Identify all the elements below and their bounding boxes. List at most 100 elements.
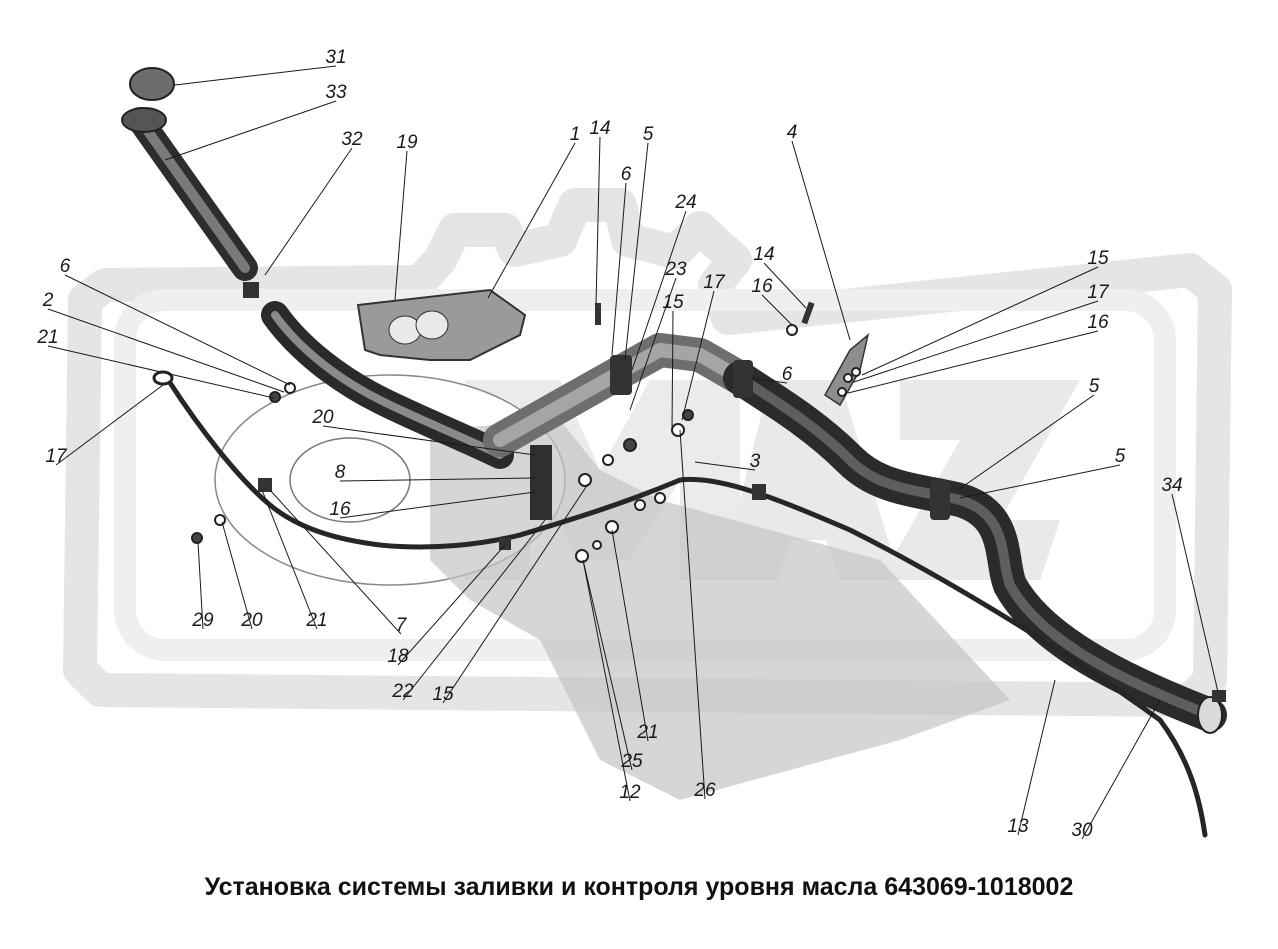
engine-shadow (430, 420, 1010, 800)
callout-label: 18 (387, 646, 409, 667)
callout-label: 6 (782, 364, 793, 385)
callout-label: 21 (636, 722, 658, 743)
leader-line (221, 521, 253, 630)
callout-label: 5 (643, 124, 654, 145)
callout-label: 29 (191, 610, 214, 631)
leader-line (959, 464, 1121, 499)
leader-line (761, 294, 793, 326)
leader-line (749, 377, 788, 384)
callout-label: 8 (335, 462, 346, 483)
leader-lines (47, 65, 1219, 840)
leader-line (671, 310, 674, 431)
callout-label: 21 (305, 610, 327, 631)
callout-label: 20 (311, 407, 334, 428)
callout-label: 1 (570, 124, 581, 145)
callout-label: 24 (674, 192, 696, 213)
callout-label: 2 (42, 290, 54, 311)
callout-label: 6 (621, 164, 632, 185)
callout-label: 3 (750, 451, 761, 472)
callout-label: 30 (1071, 820, 1093, 841)
callout-label: 14 (589, 118, 610, 139)
clamp-3 (930, 480, 950, 520)
leader-line (681, 290, 715, 421)
callout-label: 5 (1089, 376, 1100, 397)
clip-32-right (1212, 690, 1226, 702)
leader-line (611, 529, 649, 742)
bracket-4 (824, 333, 870, 407)
callout-label: 15 (1087, 248, 1109, 269)
filler-cap (129, 67, 175, 101)
leader-line (861, 266, 1099, 376)
callout-label: 20 (240, 610, 263, 631)
leader-line (595, 136, 601, 306)
callout-label: 22 (391, 681, 414, 702)
leader-line (694, 461, 756, 471)
callout-label: 7 (396, 615, 408, 636)
callout-label: 15 (662, 292, 684, 313)
leader-line (64, 274, 291, 386)
leader-line (402, 519, 546, 701)
callout-label: 13 (1007, 816, 1029, 837)
clip-7 (258, 478, 272, 492)
leader-line (322, 425, 536, 456)
leader-line (397, 544, 506, 666)
leader-line (442, 483, 589, 704)
callout-label: 17 (703, 272, 726, 293)
leader-line (853, 300, 1099, 383)
leader-line (261, 489, 318, 630)
leader-line (624, 142, 649, 361)
callout-label: 32 (341, 129, 363, 150)
callout-label: 23 (664, 259, 687, 280)
leader-line (1017, 679, 1056, 836)
callout-label: 6 (60, 256, 71, 277)
leader-line (47, 345, 275, 399)
diagram-title: Установка системы заливки и контроля уро… (204, 873, 1074, 901)
leader-line (957, 394, 1095, 491)
leader-line (679, 429, 706, 800)
callout-label: 16 (1087, 312, 1109, 333)
callout-label: 17 (45, 446, 68, 467)
leader-line (847, 330, 1099, 394)
callout-label: 12 (619, 782, 641, 803)
leader-line (629, 277, 677, 411)
leader-line (763, 262, 807, 309)
clamp-1 (610, 355, 632, 395)
leader-line (631, 210, 687, 371)
leader-line (487, 142, 576, 299)
callout-label: 16 (751, 276, 773, 297)
callout-label: 14 (753, 244, 774, 265)
callout-label: 16 (329, 499, 351, 520)
leader-line (174, 65, 337, 86)
leader-line (264, 147, 353, 276)
leader-line (1081, 699, 1161, 840)
clip-32-left (243, 282, 259, 298)
leader-line (582, 559, 633, 771)
dipstick-tube (162, 372, 1208, 838)
callout-label: 26 (693, 780, 716, 801)
clip-right (752, 484, 766, 500)
callout-label: 31 (325, 47, 346, 68)
leader-line (269, 489, 402, 635)
callout-label: 34 (1161, 475, 1182, 496)
leader-line (339, 477, 536, 482)
callout-label: 4 (787, 122, 798, 143)
mounting-plate (530, 445, 552, 520)
callout-label: 25 (620, 751, 643, 772)
leader-line (339, 491, 536, 519)
callout-label: 17 (1087, 282, 1110, 303)
clip-22 (499, 538, 511, 550)
clamp-2 (733, 360, 753, 398)
leader-line (1171, 493, 1219, 693)
leader-line (197, 541, 204, 630)
filler-neck-pipe (121, 107, 258, 281)
callout-label: 15 (432, 684, 454, 705)
leader-line (611, 182, 627, 356)
callout-label: 33 (325, 82, 347, 103)
leader-line (582, 559, 631, 802)
leader-line (55, 384, 164, 466)
leader-line (791, 140, 851, 341)
leader-line (164, 100, 337, 161)
